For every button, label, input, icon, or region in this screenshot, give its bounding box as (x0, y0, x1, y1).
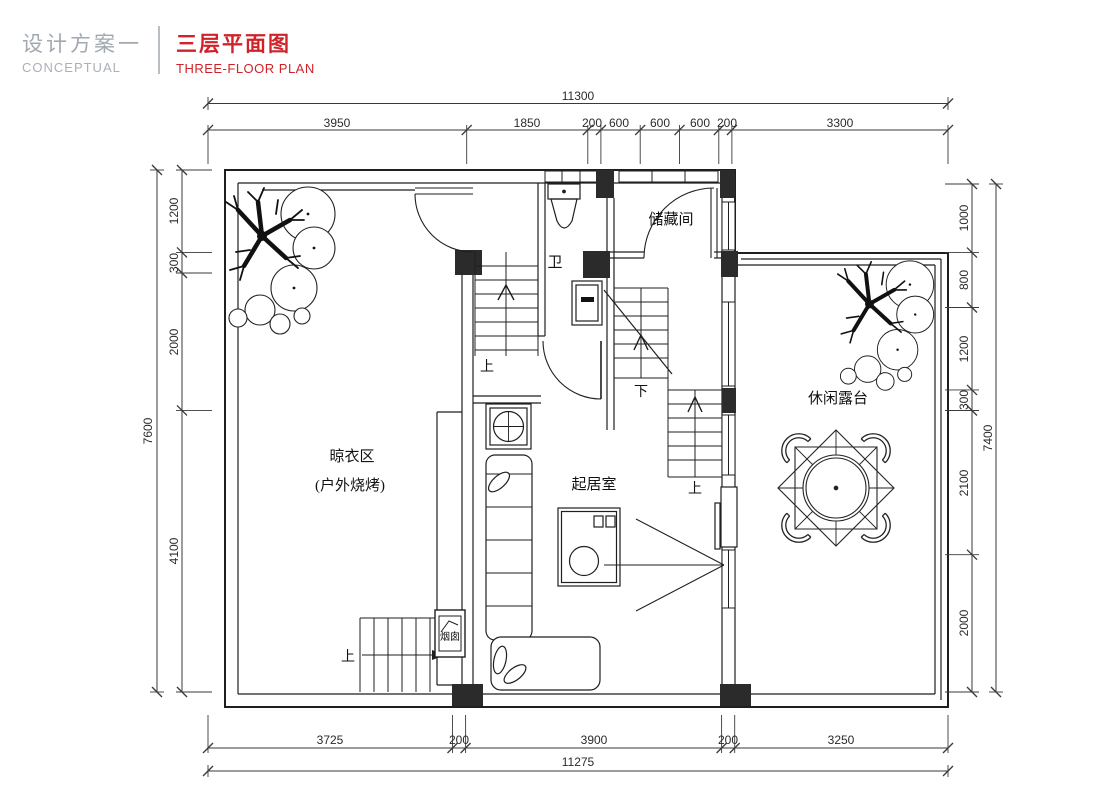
dim-bottom-seg: 200 (449, 733, 469, 747)
toilet (547, 183, 581, 229)
dim-left-seg: 300 (167, 253, 181, 273)
dim-top-seg: 200 (582, 116, 602, 130)
label-bath: 卫 (547, 255, 562, 271)
stairs-bottom-left (359, 617, 445, 692)
dim-top-total: 11300 (562, 89, 595, 103)
stairs-right-up (667, 288, 722, 478)
label-stairs-up-1: 上 (480, 359, 494, 375)
dimension-lines (156, 103, 997, 772)
tree-terrace (835, 258, 936, 393)
tree-topleft (226, 187, 335, 334)
title-block: 设计方案一 CONCEPTUAL 三层平面图 THREE-FLOOR PLAN (22, 24, 315, 76)
dim-top-seg: 600 (609, 116, 629, 130)
scheme-title: 设计方案一 CONCEPTUAL (22, 24, 142, 76)
terrace-door (604, 486, 738, 612)
dim-bottom-seg: 3250 (828, 733, 855, 747)
dimension-ticks (150, 97, 1003, 777)
sofa (485, 454, 601, 691)
dim-top-seg: 3950 (324, 116, 351, 130)
dim-right-seg: 1000 (957, 204, 971, 231)
structural-columns (452, 170, 751, 706)
label-stairs-up-2: 上 (688, 481, 702, 497)
dim-top-seg: 200 (717, 116, 737, 130)
title-divider (158, 26, 160, 74)
dim-top-seg: 3300 (827, 116, 854, 130)
label-storage: 储藏间 (648, 211, 693, 228)
chimney (434, 609, 466, 658)
dim-left-seg: 1200 (167, 197, 181, 224)
room-labels: 储藏间 卫 晾衣区 (户外烧烤) 起居室 休闲露台 烟囱 上 下 上 上 (315, 211, 868, 665)
dim-bottom-seg: 3725 (317, 733, 344, 747)
dim-bottom-seg: 200 (718, 733, 738, 747)
terrace-table-set (774, 426, 898, 550)
dim-left-seg: 4100 (167, 537, 181, 564)
sink (571, 280, 603, 326)
doors (414, 187, 718, 400)
label-stairs-up-3: 上 (341, 649, 355, 665)
dim-top-seg: 600 (650, 116, 670, 130)
dim-right-seg: 2100 (957, 469, 971, 496)
windows (544, 170, 736, 609)
dim-right-total: 7400 (981, 424, 995, 451)
bbq-grill (485, 403, 532, 450)
plan-title: 三层平面图 THREE-FLOOR PLAN (176, 24, 315, 76)
label-chimney: 烟囱 (440, 630, 460, 643)
label-living-room: 起居室 (571, 476, 616, 493)
dimension-labels: 11300 3950 1850 200 600 600 600 200 3300… (141, 89, 995, 769)
exterior-walls (224, 169, 949, 708)
plan-title-cn: 三层平面图 (176, 33, 291, 56)
scheme-title-cn: 设计方案一 (22, 33, 142, 56)
scheme-title-en: CONCEPTUAL (22, 60, 121, 75)
stairs-upper-left (474, 183, 539, 356)
stairs-center-down (603, 287, 673, 379)
dim-right-seg: 1200 (957, 335, 971, 362)
label-stairs-down: 下 (634, 385, 648, 400)
dim-right-seg: 2000 (957, 609, 971, 636)
dim-right-seg: 300 (957, 390, 971, 410)
dim-right-seg: 800 (957, 270, 971, 290)
plan-title-en: THREE-FLOOR PLAN (176, 61, 315, 76)
dim-bottom-total: 11275 (562, 755, 595, 769)
dim-top-seg: 600 (690, 116, 710, 130)
dim-left-seg: 2000 (167, 328, 181, 355)
dim-left-total: 7600 (141, 417, 155, 444)
coffee-table (557, 507, 621, 587)
label-terrace: 休闲露台 (808, 390, 868, 407)
dim-bottom-seg: 3900 (581, 733, 608, 747)
label-drying-area: 晾衣区 (329, 448, 374, 465)
dim-top-seg: 1850 (514, 116, 541, 130)
label-drying-area-sub: (户外烧烤) (315, 477, 385, 494)
